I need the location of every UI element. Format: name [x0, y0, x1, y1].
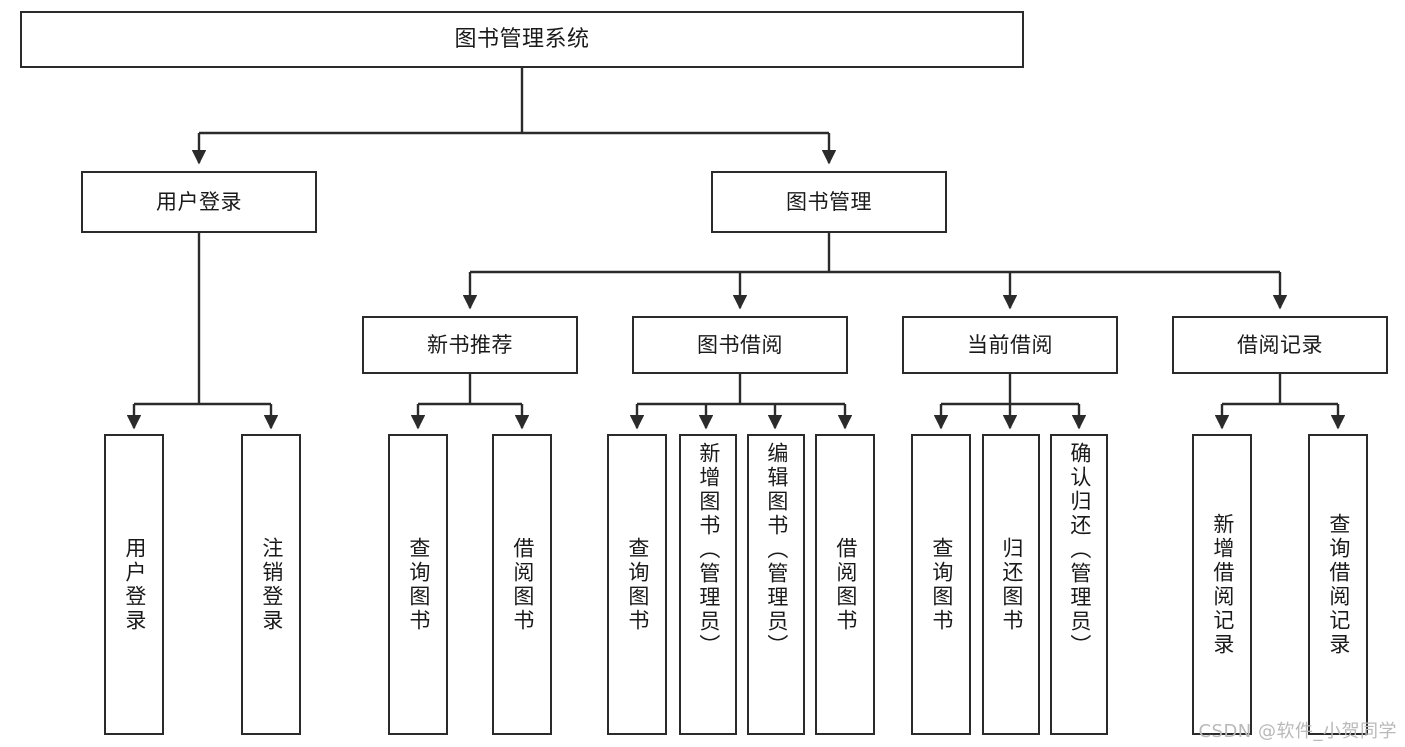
- node-label: 查询图书: [929, 536, 954, 633]
- node-label: 借阅图书: [833, 536, 858, 633]
- node-label: 图书管理系统: [454, 26, 590, 52]
- node-label: 当前借阅: [967, 332, 1053, 357]
- node-label: 新书推荐: [427, 332, 513, 357]
- node-label: 注销登录: [259, 536, 284, 633]
- node-label: 查询图书: [625, 536, 650, 633]
- leaf-book-borrow-add[interactable]: 新增图书（管理员）: [679, 434, 737, 735]
- leaf-current-borrow-return[interactable]: 归还图书: [982, 434, 1040, 735]
- node-label: 借阅图书: [510, 536, 535, 633]
- node-label: 新增借阅记录: [1210, 512, 1235, 657]
- node-label: 确认归还（管理员）: [1067, 442, 1092, 658]
- node-borrow-records[interactable]: 借阅记录: [1172, 316, 1388, 374]
- node-label: 用户登录: [122, 536, 147, 633]
- node-label: 图书管理: [786, 189, 872, 214]
- leaf-book-borrow-query[interactable]: 查询图书: [607, 434, 667, 735]
- leaf-book-borrow-edit[interactable]: 编辑图书（管理员）: [747, 434, 805, 735]
- node-label: 查询借阅记录: [1326, 512, 1351, 657]
- node-label: 用户登录: [156, 189, 242, 214]
- node-book-borrow[interactable]: 图书借阅: [632, 316, 848, 374]
- leaf-borrow-record-query[interactable]: 查询借阅记录: [1308, 434, 1368, 735]
- leaf-new-book-borrow[interactable]: 借阅图书: [492, 434, 552, 735]
- leaf-book-borrow-borrow[interactable]: 借阅图书: [815, 434, 875, 735]
- node-root-book-management-system[interactable]: 图书管理系统: [20, 11, 1024, 68]
- node-new-book-recommend[interactable]: 新书推荐: [362, 316, 578, 374]
- node-label: 查询图书: [406, 536, 431, 633]
- leaf-user-login-signin[interactable]: 用户登录: [104, 434, 164, 735]
- node-user-login[interactable]: 用户登录: [81, 171, 317, 233]
- leaf-current-borrow-confirm-return[interactable]: 确认归还（管理员）: [1050, 434, 1108, 735]
- node-label: 图书借阅: [697, 332, 783, 357]
- node-label: 新增图书（管理员）: [696, 442, 721, 658]
- leaf-user-login-signout[interactable]: 注销登录: [241, 434, 301, 735]
- leaf-new-book-query[interactable]: 查询图书: [388, 434, 448, 735]
- node-label: 归还图书: [999, 536, 1024, 633]
- node-label: 借阅记录: [1237, 332, 1323, 357]
- node-label: 编辑图书（管理员）: [764, 442, 789, 658]
- leaf-borrow-record-add[interactable]: 新增借阅记录: [1192, 434, 1252, 735]
- node-book-management[interactable]: 图书管理: [711, 171, 947, 233]
- csdn-watermark: CSDN @软件_小贺同学: [1198, 721, 1397, 742]
- leaf-current-borrow-query[interactable]: 查询图书: [911, 434, 971, 735]
- node-current-borrow[interactable]: 当前借阅: [902, 316, 1118, 374]
